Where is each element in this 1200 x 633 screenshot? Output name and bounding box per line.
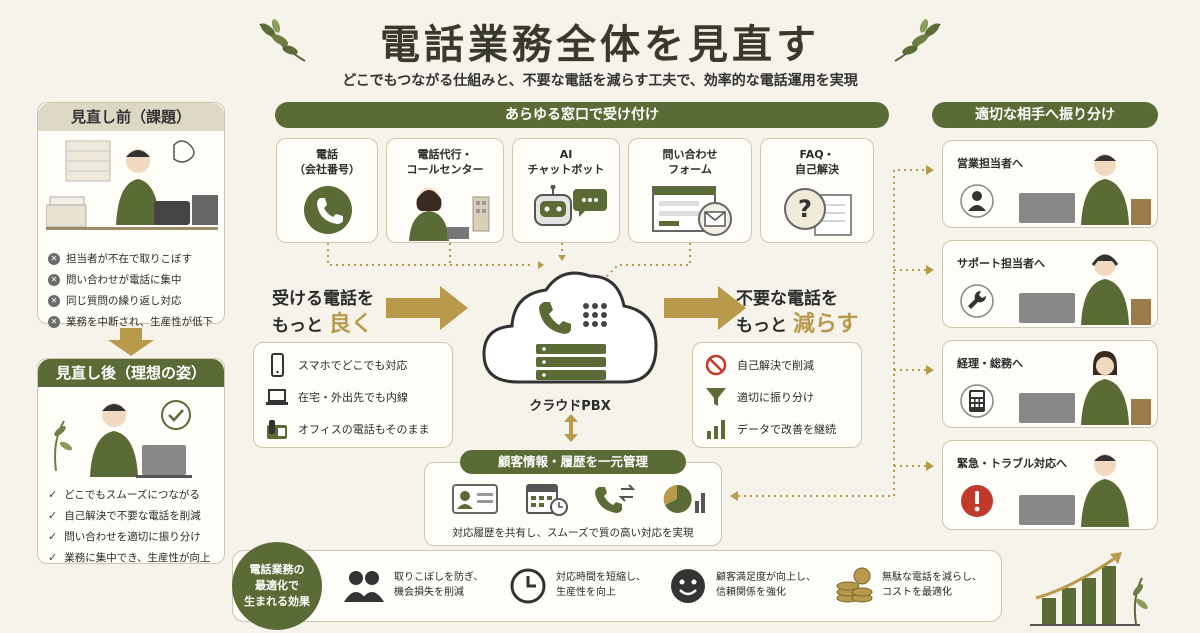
feature-item: 在宅・外出先でも内線 [266, 385, 408, 409]
effect-item: 取りこぼしを防ぎ、 機会損失を削減 [394, 572, 484, 598]
crm-route-connector [730, 165, 934, 501]
smartphone-icon [271, 353, 284, 377]
arrow-right-right-icon [664, 286, 746, 330]
laptop-icon [266, 389, 288, 405]
channel-card-phone: 電話 （会社番号） [276, 138, 378, 243]
check-icon: ✓ [48, 551, 58, 564]
crm-header: 顧客情報・履歴を一元管理 [460, 450, 686, 474]
analytics-icon [663, 484, 705, 513]
route-card-emergency: 緊急・トラブル対応へ [942, 440, 1158, 530]
funnel-icon [706, 388, 726, 406]
after-item: ✓自己解決で不要な電話を削減 [48, 509, 201, 522]
busy-worker-illustration [46, 140, 218, 230]
x-icon: ✕ [48, 273, 60, 286]
left-features-card: スマホでどこでも対応 在宅・外出先でも内線 オフィスの電話もそのまま [253, 342, 453, 448]
robot-icon [534, 185, 607, 226]
routing-header: 適切な相手へ振り分け [932, 102, 1158, 128]
calculator-icon [960, 384, 994, 418]
smile-icon [671, 569, 705, 603]
effect-item: 無駄な電話を減らし、 コストを最適化 [882, 572, 982, 598]
feature-item: 適切に振り分け [705, 385, 814, 409]
down-arrow-icon [108, 328, 154, 356]
support-staff-illustration [1019, 254, 1151, 325]
feature-item: 自己解決で削減 [705, 353, 814, 377]
right-message: 不要な電話を もっと 減らす [736, 289, 859, 337]
desk-phone-icon [267, 420, 287, 439]
after-item: ✓業務に集中でき、生産性が向上 [48, 551, 211, 564]
channels-header: あらゆる窓口で受け付け [275, 102, 889, 128]
wrench-icon [960, 284, 994, 318]
route-card-accounting: 経理・総務へ [942, 340, 1158, 428]
phone-icon [304, 186, 352, 234]
feature-item: データで改善を継続 [705, 417, 836, 441]
after-item: ✓どこでもスムーズにつながる [48, 488, 200, 501]
before-item: ✕問い合わせが電話に集中 [48, 272, 213, 287]
after-item: ✓問い合わせを適切に振り分け [48, 530, 201, 543]
x-icon: ✕ [48, 252, 60, 265]
cloud-pbx-label: クラウドPBX [529, 399, 611, 414]
prohibited-icon [705, 354, 727, 376]
check-icon: ✓ [48, 509, 58, 522]
feature-item: スマホでどこでも対応 [266, 353, 407, 377]
arrow-right-left-icon [386, 286, 468, 330]
after-panel: 見直し後（理想の姿） ✓どこでもスムーズにつながる ✓自己解決で不要な電話を削減… [37, 358, 225, 564]
page-subtitle: どこでもつながる仕組みと、不要な電話を減らす工夫で、効率的な電話運用を実現 [342, 73, 858, 89]
after-header: 見直し後（理想の姿） [38, 359, 224, 387]
before-item: ✕業務を中断され、生産性が低下 [48, 314, 213, 329]
svg-text:?: ? [798, 195, 812, 223]
faq-icon: ? [784, 188, 852, 236]
accounting-staff-illustration [1019, 351, 1151, 425]
calendar-icon [526, 484, 568, 516]
channel-card-faq: FAQ・ 自己解決 ? [760, 138, 874, 243]
before-header: 見直し前（課題） [38, 103, 224, 131]
clock-icon [510, 568, 546, 604]
effect-item: 対応時間を短縮し、 生産性を向上 [556, 572, 646, 598]
alert-icon [961, 485, 993, 517]
before-item: ✕担当者が不在で取りこぼす [48, 251, 213, 266]
growth-chart-icon [1030, 552, 1148, 626]
route-card-sales: 営業担当者へ [942, 140, 1158, 228]
form-icon [652, 186, 732, 236]
channel-card-callcenter: 電話代行・ コールセンター [386, 138, 504, 243]
channel-card-chatbot: AI チャットボット [512, 138, 620, 243]
effects-badge: 電話業務の 最適化で 生まれる効果 [232, 542, 322, 630]
channel-connectors [327, 243, 691, 284]
phone-transfer-icon [595, 484, 636, 513]
laurel-right-icon [894, 19, 941, 62]
before-panel: 見直し前（課題） ✕担当者が不在で取りこぼす ✕問い合わせが電話に集中 ✕同じ質… [37, 102, 225, 328]
coins-icon [836, 567, 873, 603]
x-icon: ✕ [48, 294, 60, 307]
bar-chart-icon [707, 420, 725, 439]
operator-icon [409, 188, 490, 241]
before-item: ✕同じ質問の繰り返し対応 [48, 293, 213, 308]
effects-bar [232, 550, 1002, 622]
happy-worker-illustration [54, 400, 192, 478]
left-message: 受ける電話を もっと 良く [272, 289, 374, 337]
id-card-icon [452, 484, 498, 514]
person-icon [960, 184, 994, 218]
people-icon [344, 571, 384, 602]
crm-card: 対応履歴を共有し、スムーズで質の高い対応を実現 [424, 462, 722, 546]
emergency-staff-illustration [1019, 454, 1129, 527]
right-features-card: 自己解決で削減 適切に振り分け データで改善を継続 [692, 342, 862, 448]
check-icon: ✓ [48, 530, 58, 543]
updown-arrow-icon [564, 414, 578, 442]
check-icon: ✓ [48, 488, 58, 501]
x-icon: ✕ [48, 315, 60, 328]
crm-caption: 対応履歴を共有し、スムーズで質の高い対応を実現 [452, 527, 694, 539]
cloud-pbx-icon [482, 271, 658, 384]
sales-staff-illustration [1019, 154, 1151, 225]
route-card-support: サポート担当者へ [942, 240, 1158, 328]
feature-item: オフィスの電話もそのまま [266, 417, 430, 441]
page-title: 電話業務全体を見直す [380, 21, 820, 68]
effect-item: 顧客満足度が向上し、 信頼関係を強化 [716, 572, 816, 598]
channel-card-form: 問い合わせ フォーム [628, 138, 752, 243]
laurel-left-icon [259, 19, 306, 62]
